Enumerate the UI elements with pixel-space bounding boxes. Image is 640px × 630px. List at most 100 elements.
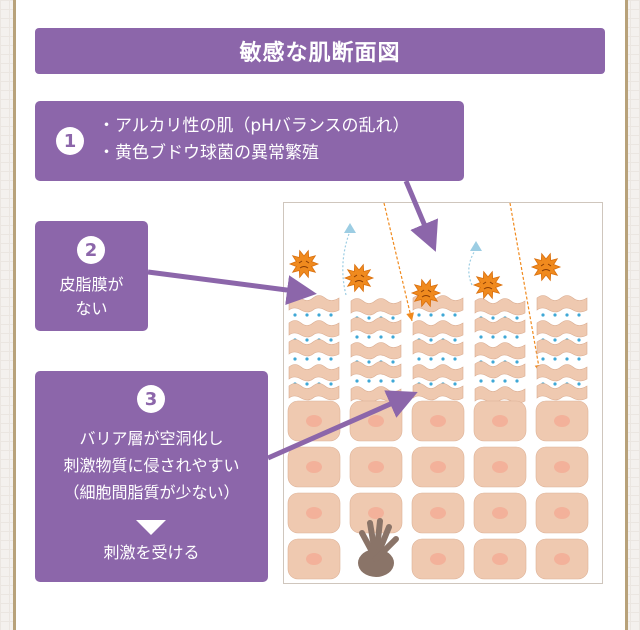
cell-nucleus xyxy=(492,507,508,519)
cell-nucleus xyxy=(306,415,322,427)
bacteria-icon xyxy=(472,270,504,300)
callout-3-result: 刺激を受ける xyxy=(103,543,200,562)
callout-1-line: ・アルカリ性の肌（pHバランスの乱れ） xyxy=(98,116,410,136)
flaky-cell xyxy=(536,364,588,382)
bacteria-icon xyxy=(530,252,562,282)
callout-2: 2 皮脂膜が ない xyxy=(35,221,148,331)
callout-1-line: ・黄色ブドウ球菌の異常繁殖 xyxy=(98,143,319,163)
bacteria-face xyxy=(482,281,494,290)
bacteria-face xyxy=(298,260,310,269)
water-droplet xyxy=(515,335,519,339)
flaky-cell xyxy=(350,317,402,335)
bacteria-icon xyxy=(288,249,320,279)
callout-2-text: 皮脂膜が ない xyxy=(35,273,148,321)
water-droplet xyxy=(391,335,395,339)
flaky-cell xyxy=(536,339,588,357)
bacteria-face xyxy=(540,263,552,272)
water-droplet xyxy=(491,379,495,383)
water-droplet xyxy=(417,357,421,361)
page-title: 敏感な肌断面図 xyxy=(35,28,605,74)
flaky-cell xyxy=(288,339,340,357)
water-droplet xyxy=(391,379,395,383)
water-droplet xyxy=(491,360,495,364)
water-droplet xyxy=(305,382,309,386)
water-droplet xyxy=(577,338,581,342)
water-droplet xyxy=(355,379,359,383)
water-droplet xyxy=(367,379,371,383)
water-droplet xyxy=(515,316,519,320)
cell-nucleus xyxy=(430,461,446,473)
irritant-path xyxy=(383,202,413,322)
water-droplet xyxy=(479,335,483,339)
water-droplet xyxy=(577,313,581,317)
water-droplet xyxy=(317,357,321,361)
moisture-escape-arrow-icon xyxy=(470,241,482,251)
water-droplet xyxy=(429,313,433,317)
water-droplet xyxy=(367,360,371,364)
water-droplet xyxy=(293,313,297,317)
cell-nucleus xyxy=(554,553,570,565)
water-droplet xyxy=(329,357,333,361)
water-droplet xyxy=(367,335,371,339)
flaky-cell xyxy=(350,298,402,316)
flaky-cell xyxy=(350,361,402,379)
water-droplet xyxy=(577,357,581,361)
water-droplet xyxy=(429,357,433,361)
cell-nucleus xyxy=(554,507,570,519)
flaky-cell xyxy=(536,320,588,338)
cell-nucleus xyxy=(368,507,384,519)
cell-nucleus xyxy=(430,507,446,519)
flaky-cell xyxy=(288,383,340,401)
hand-finger xyxy=(373,536,399,562)
cell-nucleus xyxy=(492,461,508,473)
water-droplet xyxy=(479,379,483,383)
flaky-cell xyxy=(412,383,464,401)
bacteria-face xyxy=(353,274,365,283)
cell-nucleus xyxy=(430,415,446,427)
down-triangle-icon xyxy=(136,520,166,535)
water-droplet xyxy=(329,338,333,342)
skin-cross-section xyxy=(283,202,603,584)
cell-nucleus xyxy=(306,507,322,519)
callout-3: 3 バリア層が空洞化し 刺激物質に侵されやすい （細胞間脂質が少ない） 刺激を受… xyxy=(35,371,268,582)
callout-3-text: バリア層が空洞化し 刺激物質に侵されやすい （細胞間脂質が少ない） xyxy=(35,425,268,506)
water-droplet xyxy=(453,338,457,342)
flaky-cell xyxy=(412,364,464,382)
flaky-cell xyxy=(474,317,526,335)
water-droplet xyxy=(329,382,333,386)
irritant-hand-icon xyxy=(358,549,394,577)
flaky-cell xyxy=(474,298,526,316)
callout-3-line: 刺激物質に侵されやすい xyxy=(63,456,240,475)
flaky-cell xyxy=(474,361,526,379)
cell-nucleus xyxy=(554,415,570,427)
water-droplet xyxy=(503,335,507,339)
water-droplet xyxy=(453,357,457,361)
water-droplet xyxy=(293,357,297,361)
bacteria-icon xyxy=(343,263,375,293)
water-droplet xyxy=(553,313,557,317)
irritant-arrow-icon xyxy=(406,312,414,321)
water-droplet xyxy=(503,379,507,383)
cell-nucleus xyxy=(492,415,508,427)
callout-number-1: 1 xyxy=(56,127,84,155)
water-droplet xyxy=(429,338,433,342)
callout-1-text: ・アルカリ性の肌（pHバランスの乱れ） ・黄色ブドウ球菌の異常繁殖 xyxy=(98,113,410,167)
water-droplet xyxy=(305,313,309,317)
water-droplet xyxy=(355,335,359,339)
flaky-cell xyxy=(412,320,464,338)
water-droplet xyxy=(491,335,495,339)
cell-nucleus xyxy=(306,553,322,565)
water-droplet xyxy=(367,316,371,320)
water-droplet xyxy=(305,357,309,361)
water-droplet xyxy=(391,316,395,320)
water-droplet xyxy=(429,382,433,386)
water-droplet xyxy=(553,357,557,361)
flaky-cell xyxy=(474,342,526,360)
flaky-cell xyxy=(350,342,402,360)
callout-2-line: ない xyxy=(75,299,108,318)
cell-nucleus xyxy=(492,553,508,565)
irritant-path xyxy=(509,202,541,374)
water-droplet xyxy=(491,316,495,320)
water-droplet xyxy=(515,360,519,364)
flaky-cell xyxy=(288,364,340,382)
